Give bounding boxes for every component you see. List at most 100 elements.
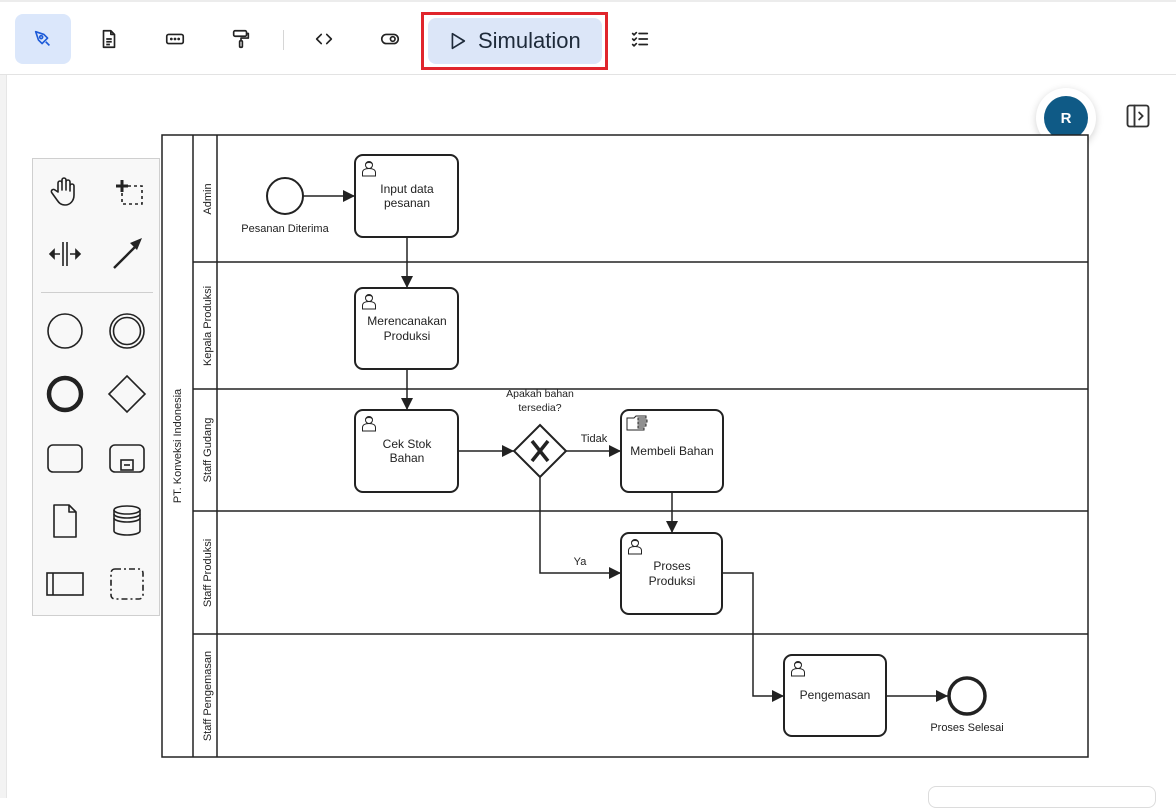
- design-tool-icon: [34, 30, 51, 47]
- gateway-question-line: Apakah bahan: [506, 388, 574, 400]
- create-subprocess[interactable]: [105, 436, 149, 480]
- gateway-question-line: tersedia?: [518, 402, 561, 414]
- task-label-line: Membeli Bahan: [630, 444, 713, 458]
- task-label-line: Produksi: [649, 574, 696, 588]
- task-label-line: Bahan: [390, 451, 425, 465]
- gateway-question-label: Apakah bahan tersedia?: [506, 388, 574, 414]
- task-label-line: Cek Stok: [383, 437, 433, 451]
- flow-label-ya: Ya: [574, 556, 588, 568]
- data-store-icon: [113, 505, 141, 536]
- pool-icon: [46, 572, 84, 596]
- intermediate-event-icon: [109, 313, 145, 349]
- task-label-line: pesanan: [384, 196, 430, 210]
- end-event-label: Proses Selesai: [930, 722, 1003, 734]
- hand-tool[interactable]: [43, 169, 87, 213]
- connect-tool[interactable]: [105, 231, 149, 275]
- paint-roller-icon: [232, 29, 250, 49]
- simulation-label: Simulation: [478, 28, 581, 53]
- preview-toggle-icon: [380, 33, 400, 45]
- user-task-icon: [360, 292, 378, 310]
- task-membeli-bahan[interactable]: Membeli Bahan: [620, 409, 724, 493]
- user-task-icon: [789, 659, 807, 677]
- gateway-icon: [107, 374, 147, 414]
- user-task-icon: [360, 414, 378, 432]
- code-icon: [315, 33, 333, 45]
- task-label-line: Input data: [380, 182, 434, 196]
- space-tool[interactable]: [43, 231, 87, 275]
- end-event-icon: [46, 375, 84, 413]
- design-tool-button[interactable]: [15, 14, 71, 64]
- task-label-line: Merencanakan: [367, 314, 446, 328]
- hand-tool-icon: [50, 177, 75, 206]
- space-tool-icon: [48, 242, 82, 266]
- panel-toggle-button[interactable]: [1122, 100, 1154, 132]
- gateway-x-icon: [530, 439, 550, 463]
- sidebar-panel-icon: [1126, 104, 1150, 128]
- palette-divider: [41, 292, 153, 293]
- sequence-flows: [303, 190, 948, 702]
- lane-label-staff-pengemasan: Staff Pengemasan: [202, 651, 214, 741]
- pool-label: PT. Konveksi Indonesia: [172, 388, 184, 503]
- data-object-icon: [53, 504, 77, 538]
- lane-label-kepala-produksi: Kepala Produksi: [202, 286, 214, 366]
- task-icon: [47, 444, 83, 473]
- lane-label-staff-gudang: Staff Gudang: [202, 418, 214, 483]
- task-pengemasan[interactable]: Pengemasan: [783, 654, 887, 737]
- start-event[interactable]: [266, 177, 304, 215]
- start-event-icon: [47, 313, 83, 349]
- group-icon: [110, 568, 144, 600]
- manual-task-icon: [626, 415, 648, 431]
- play-icon: [451, 32, 466, 50]
- avatar-initial: R: [1044, 96, 1088, 140]
- tool-palette: [32, 158, 160, 616]
- simulation-button[interactable]: Simulation: [428, 18, 602, 64]
- exclusive-gateway[interactable]: [512, 423, 568, 479]
- flow-label-tidak: Tidak: [581, 433, 608, 445]
- code-view-button[interactable]: [296, 14, 352, 64]
- lane-label-staff-produksi: Staff Produksi: [202, 539, 214, 607]
- create-gateway[interactable]: [105, 372, 149, 416]
- top-toolbar: Simulation: [0, 0, 1176, 75]
- task-label-line: Produksi: [384, 329, 431, 343]
- input-field-button[interactable]: [147, 14, 203, 64]
- create-data-object[interactable]: [43, 499, 87, 543]
- lane-label-admin: Admin: [202, 183, 214, 214]
- style-button[interactable]: [213, 14, 269, 64]
- create-pool[interactable]: [43, 562, 87, 606]
- task-label-line: Pengemasan: [800, 688, 871, 702]
- simulation-highlight: [421, 12, 608, 70]
- create-start-event[interactable]: [43, 309, 87, 353]
- lasso-tool[interactable]: [105, 169, 149, 213]
- task-label-line: Proses: [653, 559, 690, 573]
- user-task-icon: [626, 537, 644, 555]
- checklist-button[interactable]: [612, 14, 668, 64]
- toolbar-divider: [283, 30, 284, 50]
- input-dots-icon: [165, 33, 185, 45]
- create-intermediate-event[interactable]: [105, 309, 149, 353]
- subprocess-icon: [109, 444, 145, 473]
- start-event-label: Pesanan Diterima: [241, 223, 329, 235]
- create-task[interactable]: [43, 436, 87, 480]
- user-task-icon: [360, 159, 378, 177]
- lasso-tool-icon: [116, 180, 143, 205]
- preview-button[interactable]: [362, 14, 418, 64]
- document-button[interactable]: [81, 14, 137, 64]
- create-end-event[interactable]: [43, 372, 87, 416]
- bottom-panel-edge: [928, 786, 1156, 808]
- create-data-store[interactable]: [105, 499, 149, 543]
- connect-tool-icon: [113, 238, 142, 269]
- left-edge-panel: [0, 75, 7, 798]
- create-group[interactable]: [105, 562, 149, 606]
- checklist-icon: [631, 31, 649, 47]
- document-icon: [102, 29, 116, 49]
- end-event[interactable]: [947, 676, 987, 716]
